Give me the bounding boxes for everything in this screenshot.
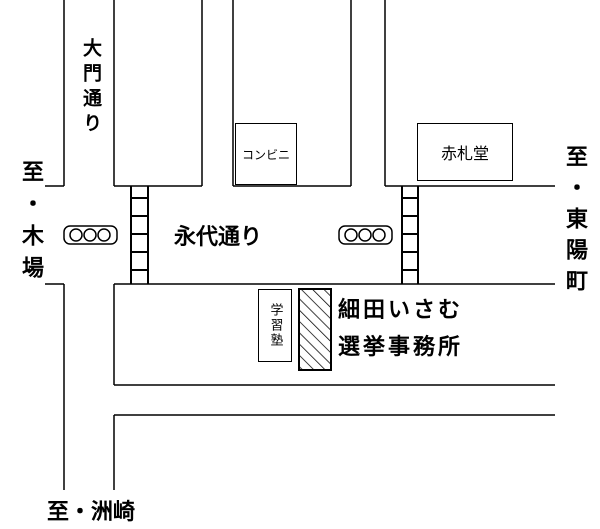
crosswalk-right xyxy=(401,186,419,284)
election-office-building xyxy=(298,288,332,371)
direction-label-suzaki: 至・洲崎 xyxy=(47,500,136,525)
landmark-label: 学習塾 xyxy=(267,303,283,348)
office-name-line2: 選挙事務所 xyxy=(338,335,464,360)
street-label-eitai: 永代通り xyxy=(174,225,263,250)
landmark-convenience-store: コンビニ xyxy=(235,123,297,185)
traffic-signal-right-icon xyxy=(338,225,393,245)
traffic-signal-left-icon xyxy=(63,225,118,245)
crosswalk-left xyxy=(130,186,149,284)
street-label-daimon: 大門通り xyxy=(80,38,102,138)
office-name-line1: 細田いさむ xyxy=(338,298,464,323)
landmark-label: コンビニ xyxy=(241,147,290,162)
direction-label-toyocho: 至・東陽町 xyxy=(562,145,587,300)
landmark-akafudado: 赤札堂 xyxy=(417,123,513,181)
direction-label-kiba: 至・木場 xyxy=(18,160,43,288)
landmark-cram-school: 学習塾 xyxy=(258,289,292,362)
landmark-label: 赤札堂 xyxy=(440,144,489,163)
